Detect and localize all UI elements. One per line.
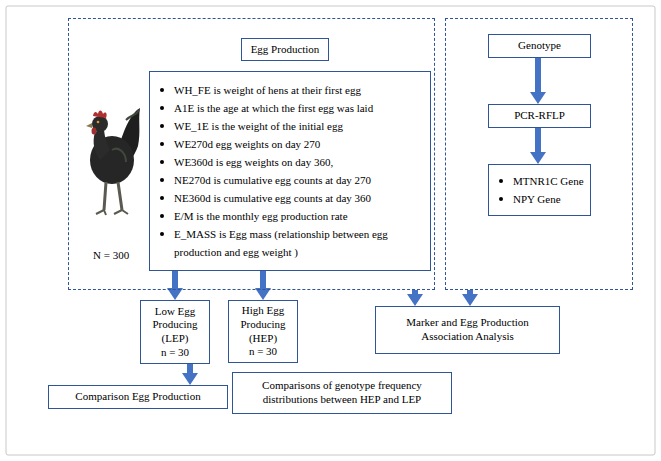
hen-illustration bbox=[86, 108, 140, 215]
bullet-dot bbox=[160, 124, 164, 128]
box-text: Comparison Egg Production bbox=[75, 390, 200, 404]
result-box: Comparison Egg Production bbox=[48, 385, 228, 409]
bullet-item: WE_1E is the weight of the initial egg bbox=[160, 117, 424, 135]
hen-legs bbox=[104, 182, 122, 210]
bullet-item: NE360d is cumulative egg counts at day 3… bbox=[160, 189, 424, 207]
flow-arrow bbox=[260, 271, 266, 288]
flow-arrow bbox=[172, 271, 178, 288]
group-box: Low Egg Producing (LEP)n = 30 bbox=[140, 300, 210, 364]
analysis-box: Marker and Egg Production Association An… bbox=[375, 306, 560, 354]
bullet-item: A1E is the age at which the first egg wa… bbox=[160, 99, 424, 117]
bullet-text: WE270d egg weights on day 270 bbox=[174, 135, 320, 153]
hen-wattle bbox=[92, 128, 97, 135]
group-box: High Egg Producing (HEP)n = 30 bbox=[228, 300, 298, 363]
box-text: High Egg Producing (HEP) bbox=[235, 304, 291, 345]
box-text: Genotype bbox=[518, 39, 561, 53]
flow-arrow bbox=[535, 58, 541, 92]
box-text: Low Egg Producing (LEP) bbox=[147, 305, 203, 346]
bullet-dot bbox=[499, 197, 503, 201]
bullet-dot bbox=[160, 106, 164, 110]
bullet-item: E_MASS is Egg mass (relationship between… bbox=[160, 225, 424, 261]
hen-tail-sheen bbox=[126, 110, 139, 120]
hen-beak bbox=[86, 123, 92, 128]
box-text: n = 30 bbox=[161, 346, 189, 360]
bullet-item: WE270d egg weights on day 270 bbox=[160, 135, 424, 153]
bullet-dot bbox=[160, 232, 164, 236]
group-frame: GenotypePCR-RFLP MTNR1C GeneNPY Gene bbox=[445, 18, 633, 290]
bullet-text: NE360d is cumulative egg counts at day 3… bbox=[174, 189, 371, 207]
bullet-item: E/M is the monthly egg production rate bbox=[160, 207, 424, 225]
group-frame: Egg ProductionWH_FE is weight of hens at… bbox=[68, 18, 435, 290]
bullet-text: E/M is the monthly egg production rate bbox=[174, 207, 348, 225]
bullet-dot bbox=[160, 88, 164, 92]
page-frame bbox=[6, 6, 655, 455]
bullet-text: E_MASS is Egg mass (relationship between… bbox=[174, 225, 424, 261]
flow-arrow bbox=[535, 128, 541, 152]
bullet-text: WE_1E is the weight of the initial egg bbox=[174, 117, 343, 135]
bullet-text: A1E is the age at which the first egg wa… bbox=[174, 99, 373, 117]
box-text: Marker and Egg Production Association An… bbox=[382, 316, 553, 344]
bullet-text: NE270d is cumulative egg counts at day 2… bbox=[174, 171, 371, 189]
hen-wing bbox=[112, 149, 126, 162]
box-text: Comparisons of genotype frequency distri… bbox=[239, 379, 445, 407]
box-text: PCR-RFLP bbox=[514, 109, 565, 123]
bullet-item: WH_FE is weight of hens at their first e… bbox=[160, 81, 424, 99]
process-box: Genotype bbox=[488, 34, 591, 58]
hen-feet bbox=[96, 210, 128, 215]
hen-eye bbox=[97, 121, 100, 124]
group-label: N = 300 bbox=[93, 249, 129, 261]
box-text: Egg Production bbox=[251, 43, 320, 57]
flow-arrow bbox=[467, 290, 473, 294]
process-box: PCR-RFLP bbox=[488, 104, 591, 128]
flow-arrow bbox=[412, 290, 418, 294]
bullet-item: WE360d is egg weights on day 360, bbox=[160, 153, 424, 171]
bullet-item: NE270d is cumulative egg counts at day 2… bbox=[160, 171, 424, 189]
heading-box: Egg Production bbox=[241, 38, 329, 61]
box-text: n = 30 bbox=[249, 345, 277, 359]
bullet-dot bbox=[160, 178, 164, 182]
bullet-item: MTNR1C Gene bbox=[499, 172, 584, 190]
bullet-dot bbox=[160, 160, 164, 164]
bullet-dot bbox=[499, 179, 503, 183]
bullet-text: WH_FE is weight of hens at their first e… bbox=[174, 81, 361, 99]
bullet-list-box: MTNR1C GeneNPY Gene bbox=[488, 164, 591, 216]
bullet-text: WE360d is egg weights on day 360, bbox=[174, 153, 333, 171]
bullet-text: MTNR1C Gene bbox=[513, 172, 584, 190]
bullet-item: NPY Gene bbox=[499, 190, 584, 208]
result-box: Comparisons of genotype frequency distri… bbox=[232, 372, 452, 414]
flow-arrow bbox=[187, 364, 193, 373]
hen-comb bbox=[93, 111, 107, 118]
bullet-dot bbox=[160, 142, 164, 146]
bullet-list-box: WH_FE is weight of hens at their first e… bbox=[149, 71, 431, 271]
bullet-dot bbox=[160, 214, 164, 218]
bullet-dot bbox=[160, 196, 164, 200]
bullet-text: NPY Gene bbox=[513, 190, 561, 208]
